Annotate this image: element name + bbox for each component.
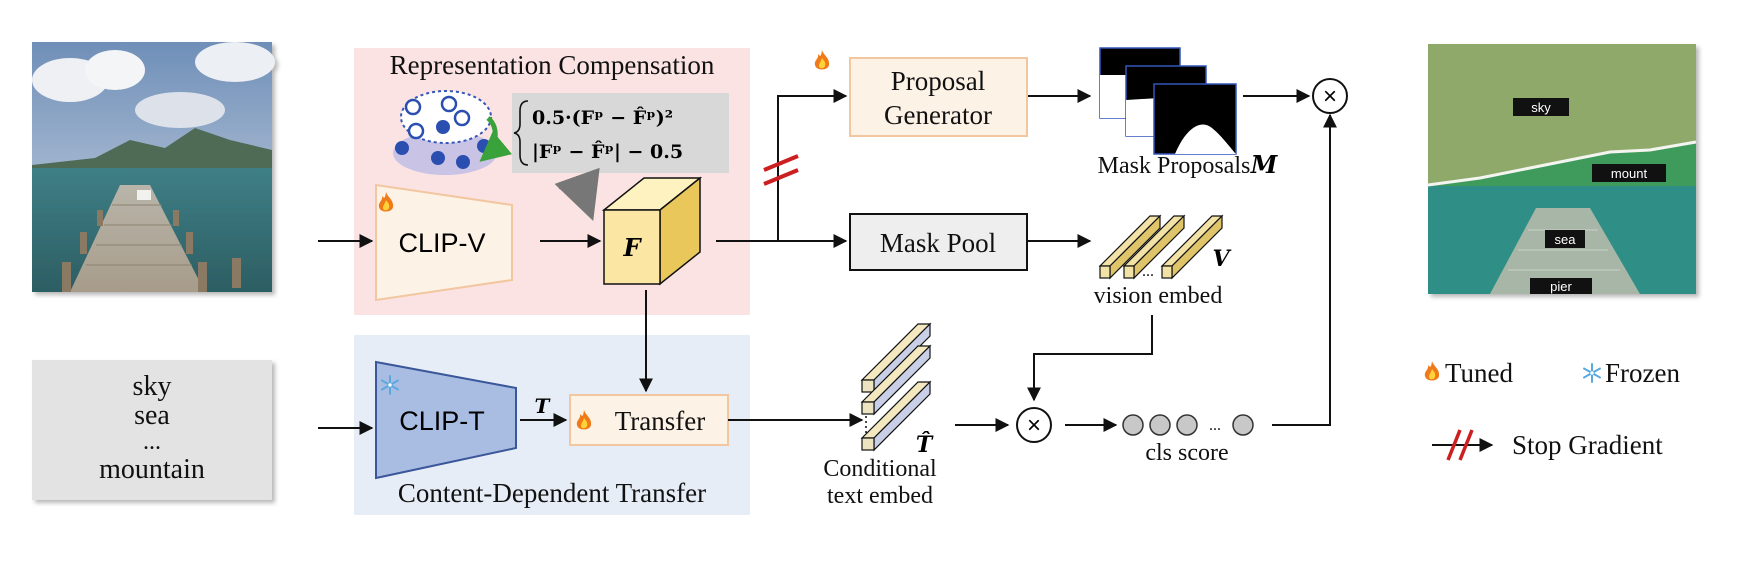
clip-v-label: CLIP-V	[398, 228, 485, 258]
cdt-title: Content-Dependent Transfer	[398, 478, 706, 508]
legend-flame-icon	[1424, 361, 1440, 381]
compensation-arrow	[554, 167, 600, 222]
class-ellipsis: ...	[143, 429, 161, 455]
class-sky: sky	[133, 371, 172, 402]
svg-text:×: ×	[1323, 83, 1337, 110]
vision-embed-label: vision embed	[1094, 283, 1223, 309]
loss-line-2: |Fᵖ − F̂ᵖ| − 0.5	[532, 141, 683, 163]
legend-frozen: Frozen	[1605, 358, 1680, 388]
mask-pool-label: Mask Pool	[880, 228, 996, 258]
multiply-node-top: ×	[1312, 78, 1348, 114]
cls-score-label: cls score	[1145, 440, 1228, 466]
mask-proposals-label: Mask Proposals	[1098, 153, 1251, 179]
mask-proposals-stack: Mask Proposals M	[1098, 47, 1279, 179]
input-photo	[32, 42, 275, 292]
t-symbol: T	[535, 394, 552, 418]
legend-stop-gradient-mark	[1446, 429, 1474, 461]
class-names-input: sky sea ... mountain	[32, 360, 272, 500]
transfer-module: Transfer	[569, 394, 729, 446]
flow-arrows	[318, 89, 1337, 435]
vision-embed: ... V vision embed	[1094, 214, 1231, 309]
mask-pool: Mask Pool	[849, 213, 1028, 271]
clip-v-encoder: CLIP-V	[375, 183, 513, 302]
cond-text-label-1: Conditional	[823, 456, 937, 482]
clip-t-encoder: CLIP-T	[375, 360, 517, 480]
class-mountain: mountain	[99, 454, 205, 485]
class-sea: sea	[134, 400, 170, 431]
cond-text-label-2: text embed	[827, 483, 933, 509]
t-hat-symbol: T̂	[916, 432, 934, 458]
conditional-text-embed: T̂ Conditional text embed	[823, 322, 937, 509]
clip-t-label: CLIP-T	[399, 406, 485, 436]
feature-label: F	[622, 233, 642, 262]
transfer-label: Transfer	[615, 406, 706, 436]
legend-stop-gradient: Stop Gradient	[1512, 430, 1663, 460]
stop-gradient-mark	[763, 154, 799, 186]
v-symbol: V	[1212, 246, 1231, 272]
legend-tuned: Tuned	[1445, 358, 1514, 388]
multiply-node-bottom: ×	[1016, 407, 1052, 443]
representation-compensation-region: Representation Compensation 0.5·(Fᵖ − F̂…	[354, 48, 750, 315]
seg-label-pier: pier	[1550, 279, 1572, 294]
smooth-l1-loss-formula: 0.5·(Fᵖ − F̂ᵖ)² |Fᵖ − F̂ᵖ| − 0.5	[512, 93, 729, 173]
segmentation-output: sky mount sea pier	[1427, 44, 1697, 294]
legend-snowflake-icon	[1583, 363, 1601, 383]
feature-points-icon	[393, 90, 513, 175]
vision-embed-ellipsis: ...	[1142, 263, 1154, 280]
mask-symbol: M	[1250, 150, 1279, 179]
svg-text:×: ×	[1027, 412, 1041, 439]
cls-score: ... cls score	[1122, 414, 1254, 466]
rc-title: Representation Compensation	[390, 50, 715, 80]
proposal-generator: Proposal Generator	[814, 50, 1028, 137]
legend: Tuned Frozen Stop Gradient	[1424, 358, 1680, 461]
seg-label-mount: mount	[1611, 166, 1648, 181]
content-dependent-transfer-region: Content-Dependent Transfer CLIP-T Transf…	[354, 335, 750, 515]
seg-label-sky: sky	[1531, 100, 1551, 115]
proposal-generator-label-2: Generator	[884, 100, 992, 130]
proposal-generator-label-1: Proposal	[891, 66, 986, 96]
feature-cube: F	[601, 176, 703, 286]
loss-line-1: 0.5·(Fᵖ − F̂ᵖ)²	[532, 107, 673, 129]
proposal-generator-tuned-flame-icon	[814, 50, 830, 70]
cls-score-ellipsis: ...	[1209, 417, 1221, 434]
seg-label-sea: sea	[1555, 232, 1577, 247]
